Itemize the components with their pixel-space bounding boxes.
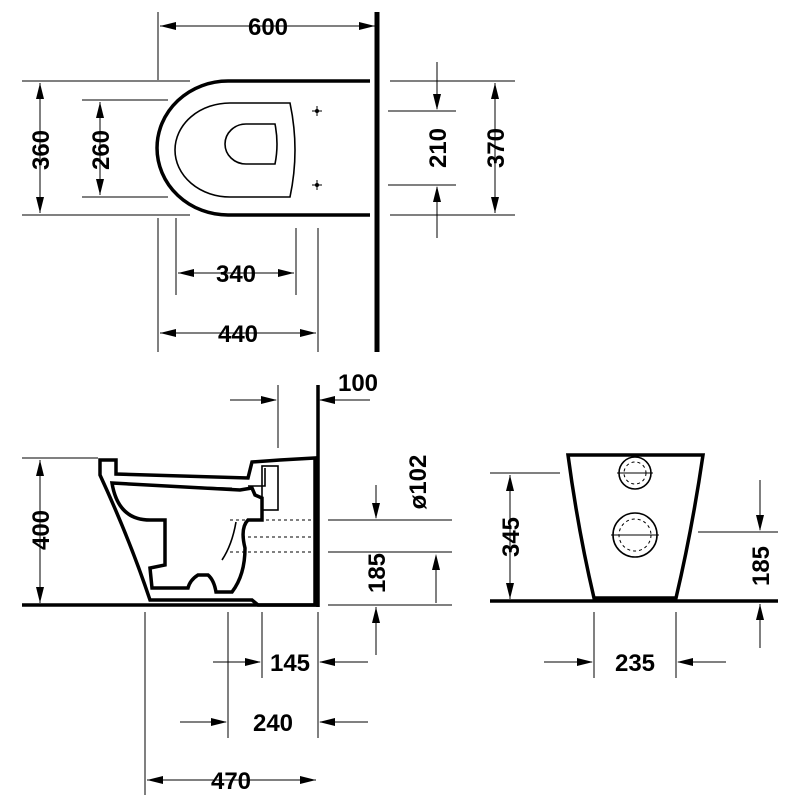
front-view: 345 185 235 (490, 453, 778, 678)
top-bowl-outline (155, 79, 370, 217)
dim-145: 145 (213, 612, 368, 678)
dim-240: 240 (180, 612, 368, 738)
dim-370: 370 (390, 80, 515, 216)
dim-345: 345 (490, 472, 560, 599)
dim-235: 235 (544, 612, 726, 678)
dim-340-label: 340 (216, 261, 256, 288)
dim-370-label: 370 (483, 128, 510, 168)
front-outlet-port (611, 512, 659, 558)
dim-470: 470 (144, 612, 316, 795)
top-view: 600 360 260 210 (22, 12, 515, 352)
side-bowl-trap (109, 481, 264, 594)
front-body-outline (566, 453, 706, 600)
dim-185-front: 185 (698, 480, 778, 648)
dim-100-label: 100 (338, 370, 378, 397)
front-inlet-port (617, 456, 653, 490)
top-fixing-point-upper (312, 106, 322, 116)
dim-360-label: 360 (28, 130, 55, 170)
dim-240-label: 240 (253, 710, 293, 737)
dim-pipe-diameter: ø102 (328, 455, 452, 521)
top-fixing-point-lower (312, 180, 322, 190)
dim-440: 440 (157, 218, 319, 352)
dim-pipe-diameter-label: ø102 (405, 455, 432, 510)
dim-210-label: 210 (425, 128, 452, 168)
dim-145-label: 145 (270, 650, 310, 677)
side-inlet (248, 468, 266, 487)
dim-185-front-label: 185 (748, 546, 775, 586)
dim-440-label: 440 (218, 321, 258, 348)
dim-235-label: 235 (615, 650, 655, 677)
dim-400-label: 400 (28, 510, 55, 550)
dim-600: 600 (157, 12, 376, 80)
side-inlet-box (261, 465, 279, 511)
dim-360: 360 (22, 80, 190, 216)
side-siphon (221, 521, 237, 561)
dim-185-side-label: 185 (364, 553, 391, 593)
dim-600-label: 600 (248, 14, 288, 41)
top-bowl-rim (174, 102, 296, 198)
top-bowl-opening (224, 123, 278, 165)
dim-210: 210 (388, 62, 456, 238)
dim-345-label: 345 (498, 517, 525, 557)
dim-260-label: 260 (88, 130, 115, 170)
dim-470-label: 470 (211, 768, 251, 795)
dim-260: 260 (82, 99, 168, 198)
side-rim-line (119, 483, 233, 489)
dim-340: 340 (175, 218, 297, 295)
side-body-outline (98, 456, 317, 607)
dim-185-side: 185 (328, 551, 452, 655)
dim-100: 100 (230, 370, 378, 448)
dim-400: 400 (22, 457, 98, 603)
side-view: 100 400 ø102 185 (22, 370, 452, 795)
